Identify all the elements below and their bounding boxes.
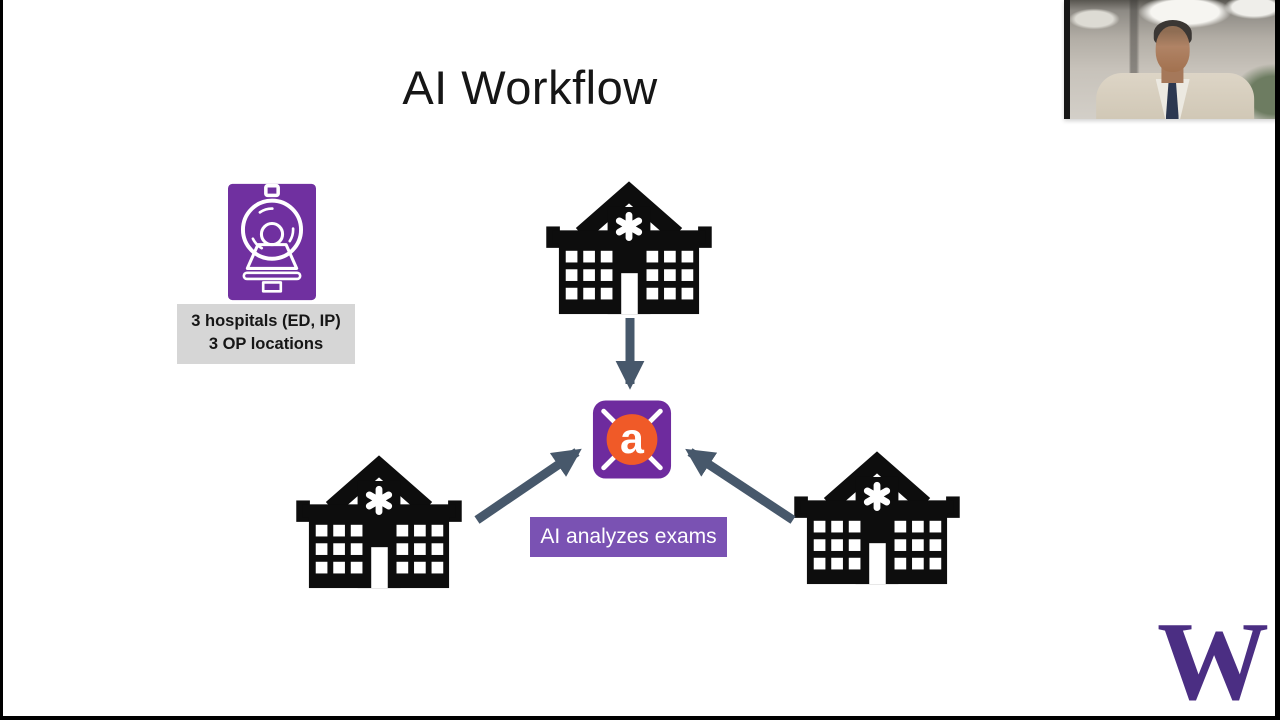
uw-logo-letter: W — [1157, 600, 1269, 720]
letterbox-bar-bottom — [0, 716, 1280, 720]
aidoc-logo: a — [592, 400, 672, 479]
scanner-label-line2: 3 OP locations — [208, 335, 324, 354]
page-title: AI Workflow — [402, 61, 658, 114]
scanner-label-box: 3 hospitals (ED, IP) 3 OP locations — [177, 304, 355, 364]
ai-box-text: AI analyzes exams — [540, 525, 717, 548]
aidoc-letter: a — [620, 415, 645, 463]
presenter-face — [1155, 26, 1190, 72]
letterbox-bar-left — [0, 0, 3, 720]
hospital-icon-top — [546, 181, 712, 315]
university-of-washington-logo: W — [1148, 600, 1278, 720]
ai-analyzes-exams-label: AI analyzes exams — [530, 517, 727, 557]
scanner-label-line1: 3 hospitals (ED, IP) — [191, 312, 341, 330]
aidoc-orange-circle — [606, 414, 658, 465]
presenter-tie — [1165, 81, 1179, 119]
mri-scanner-icon — [228, 183, 316, 301]
hospital-icon-left — [296, 455, 462, 589]
presenter-webcam-video[interactable] — [1064, 0, 1280, 119]
hospital-icon-right — [794, 451, 960, 585]
letterbox-bar-right — [1275, 0, 1280, 720]
arrow-left-to-hub — [474, 448, 582, 524]
arrow-right-to-hub — [685, 448, 796, 524]
